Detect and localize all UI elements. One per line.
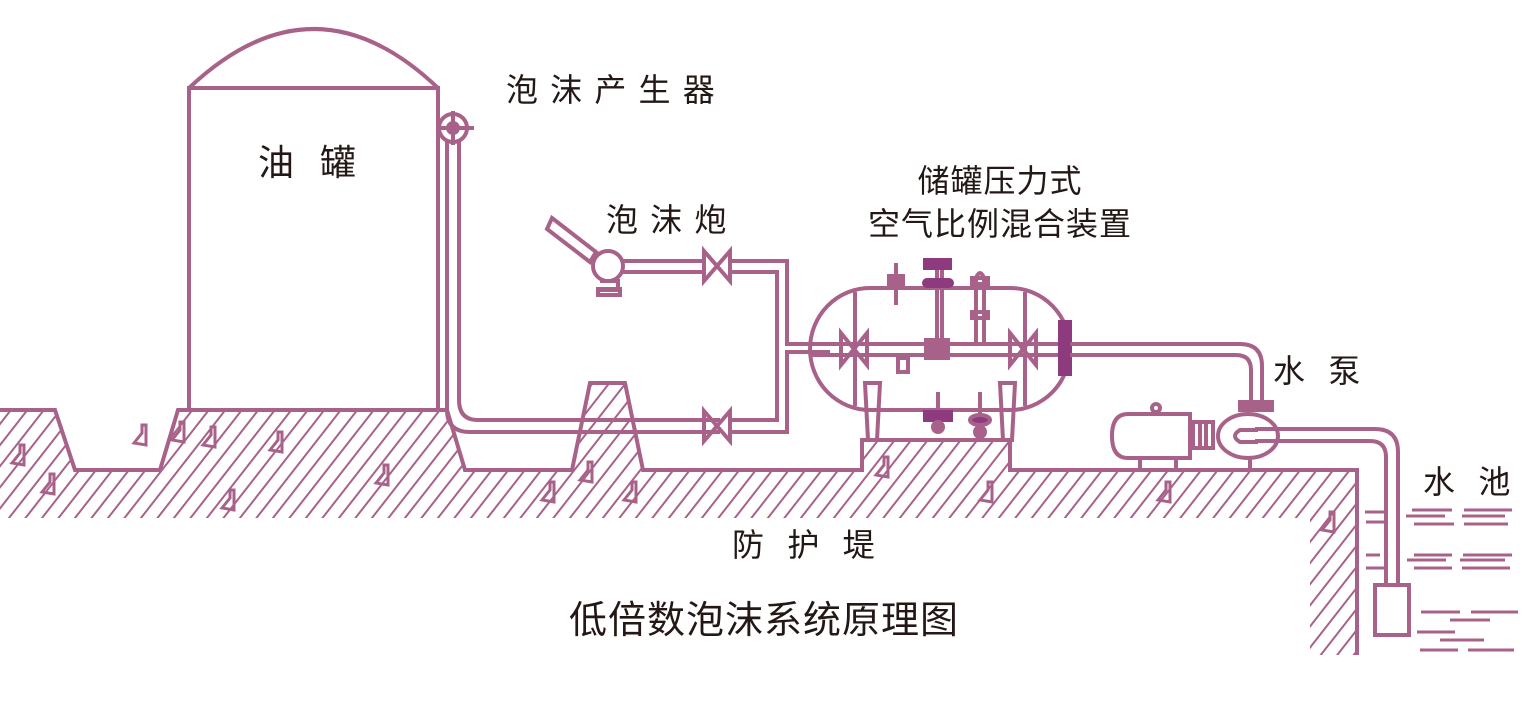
water-pump-label: 水 泵 [1273, 352, 1362, 390]
proportioner-vessel [808, 286, 1072, 412]
water-pool-label: 水 池 [1423, 463, 1512, 501]
foam-generator [437, 111, 474, 145]
foam-cannon-label: 泡 沫 炮 [606, 201, 728, 239]
proportioner-label-line1: 储罐压力式 [917, 162, 1083, 200]
aggregate-marks [9, 420, 1336, 534]
oil-tank-roof [187, 27, 440, 90]
gate-valve-cannon [702, 245, 732, 287]
foot-valve [1373, 583, 1411, 637]
oil-tank-label: 油 罐 [258, 143, 357, 184]
foam-cannon-nozzle [544, 214, 599, 265]
water-pump [1109, 400, 1280, 468]
pipe-foam-generator [445, 142, 720, 434]
foam-cannon-body [591, 249, 625, 283]
oil-tank-body [187, 86, 440, 412]
ground-surface-line [0, 381, 1359, 655]
ground-hatched-area [0, 383, 1357, 655]
ground-dike [0, 381, 1359, 655]
proportioner-label-line2: 空气比例混合装置 [867, 205, 1132, 243]
gate-valve-generator [702, 405, 732, 447]
water-surface-lines [1365, 508, 1518, 652]
pipe-suction [1255, 427, 1400, 585]
pipe-pump-to-proportioner [1070, 342, 1264, 405]
foam-generator-label: 泡 沫 产 生 器 [506, 71, 716, 109]
pump-motor [1109, 412, 1192, 460]
pipe-foam-cannon [623, 259, 830, 434]
proportioner [808, 258, 1072, 442]
foam-cannon [544, 214, 625, 297]
dike-label: 防 护 堤 [732, 526, 876, 564]
diagram-title: 低倍数泡沫系统原理图 [569, 598, 960, 642]
oil-tank [187, 27, 440, 412]
